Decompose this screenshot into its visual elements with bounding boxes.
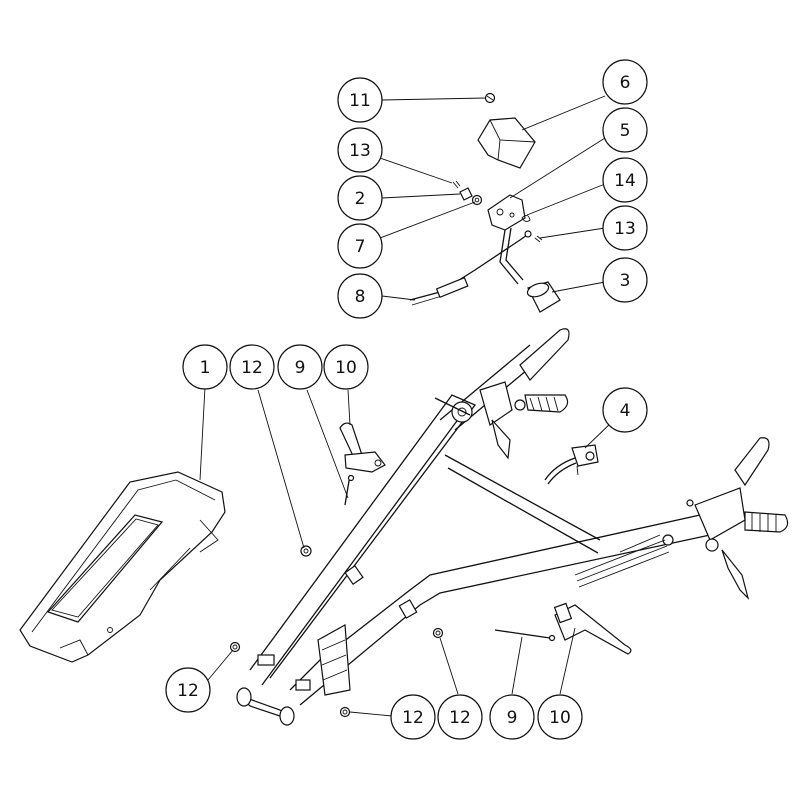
- callout-2-label: 2: [355, 189, 366, 209]
- callout-11: 11: [337, 77, 383, 123]
- clip-14-part: [521, 215, 531, 223]
- shift-lever-5-part: [487, 194, 526, 285]
- callout-6-label: 6: [620, 73, 631, 93]
- callout-12d: 12: [437, 694, 483, 740]
- clip-2-part: [459, 187, 473, 201]
- callout-6: 6: [602, 59, 648, 105]
- shift-cover-6-part: [477, 117, 536, 169]
- shift-cable-8-part: [409, 230, 532, 306]
- callout-13b-label: 13: [614, 219, 636, 239]
- pin-13b-part: [534, 235, 543, 243]
- brake-lever-10b-part: [553, 602, 632, 655]
- callout-12b: 12: [165, 667, 211, 713]
- callout-5: 5: [602, 107, 648, 153]
- nut-12b-part: [229, 641, 241, 653]
- bolt-11-part: [484, 92, 496, 104]
- callout-9b-label: 9: [507, 708, 518, 728]
- callout-5-label: 5: [620, 121, 631, 141]
- callout-14-label: 14: [614, 171, 636, 191]
- callout-12a: 12: [229, 344, 275, 390]
- callout-9a-label: 9: [295, 358, 306, 378]
- callout-12c: 12: [390, 694, 436, 740]
- callout-8: 8: [337, 273, 383, 319]
- handlebar-frame: [236, 328, 789, 726]
- callout-4: 4: [602, 387, 648, 433]
- nut-12c-part: [432, 627, 444, 639]
- callout-11-label: 11: [349, 91, 371, 111]
- callout-9b: 9: [489, 694, 535, 740]
- callout-10a: 10: [323, 344, 369, 390]
- callout-13a: 13: [337, 127, 383, 173]
- callout-13b: 13: [602, 205, 648, 251]
- callout-12a-label: 12: [241, 358, 263, 378]
- callout-7-label: 7: [355, 237, 366, 257]
- callout-10b: 10: [537, 694, 583, 740]
- nut-12d-part: [339, 706, 351, 718]
- throttle-cable-4-part: [544, 444, 599, 485]
- callout-10a-label: 10: [335, 358, 357, 378]
- nut-12a-part: [300, 545, 312, 557]
- callout-1-label: 1: [200, 358, 211, 378]
- callout-9a: 9: [277, 344, 323, 390]
- pin-13a-part: [452, 180, 461, 189]
- knob-3-part: [526, 281, 561, 313]
- callout-12c-label: 12: [402, 708, 424, 728]
- callout-3: 3: [602, 257, 648, 303]
- leader-lines: [199, 95, 615, 717]
- brake-lever-10a-part: [339, 422, 386, 473]
- callout-12b-label: 12: [177, 681, 199, 701]
- callout-4-label: 4: [620, 401, 631, 421]
- callout-1: 1: [182, 344, 228, 390]
- engine-cover-part: [19, 471, 226, 663]
- callout-8-label: 8: [355, 287, 366, 307]
- callout-3-label: 3: [620, 271, 631, 291]
- cable-9a-part: [344, 474, 355, 506]
- cable-9b-part: [494, 629, 556, 642]
- washer-7-part: [471, 194, 483, 206]
- callout-14: 14: [602, 157, 648, 203]
- callout-7: 7: [337, 223, 383, 269]
- callout-12d-label: 12: [449, 708, 471, 728]
- callout-13a-label: 13: [349, 141, 371, 161]
- callout-2: 2: [337, 175, 383, 221]
- callout-10b-label: 10: [549, 708, 571, 728]
